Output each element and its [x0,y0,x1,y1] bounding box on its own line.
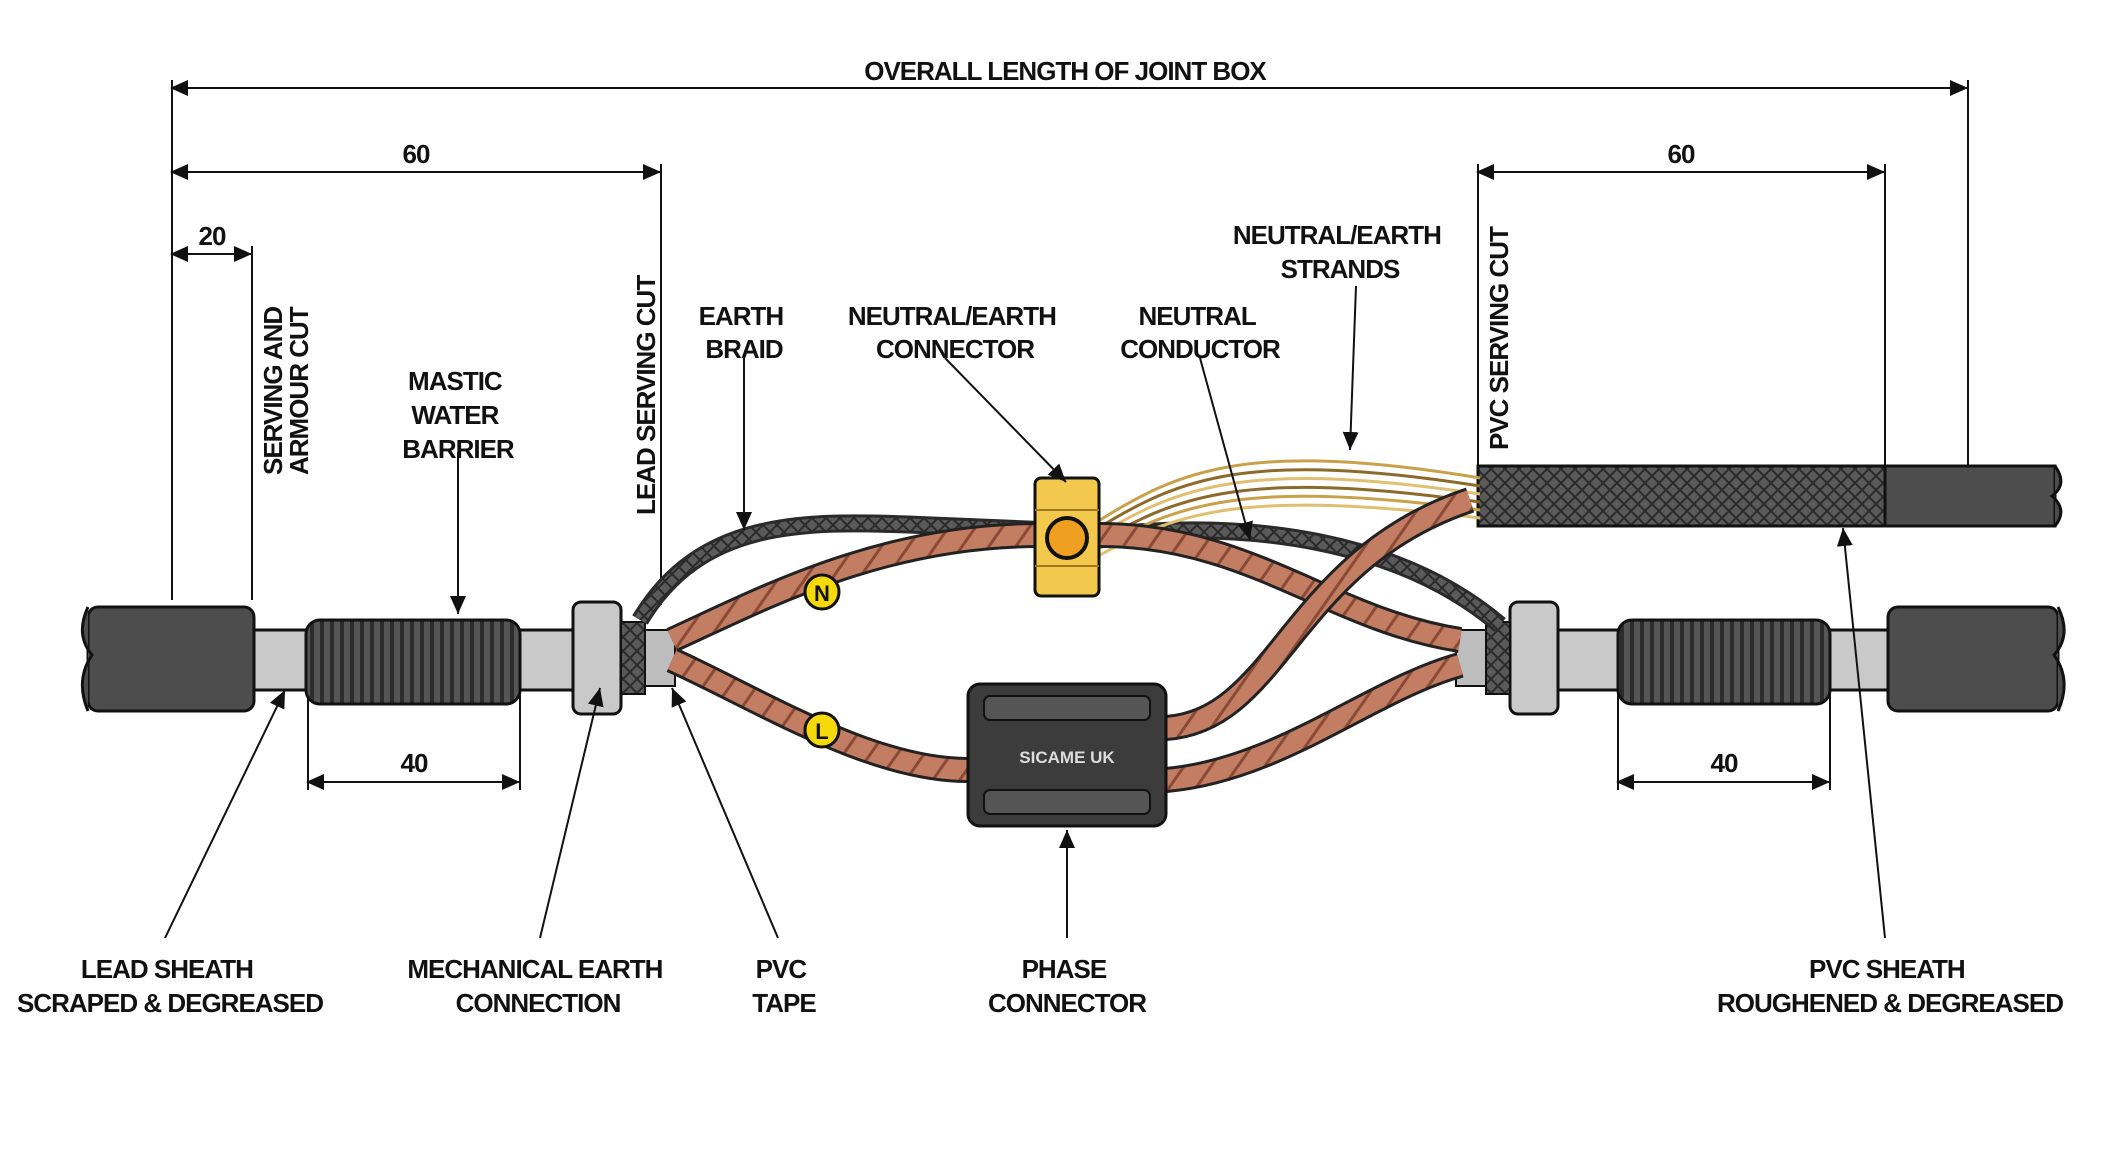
dim-armour-cut: 20 [199,221,226,251]
svg-text:N: N [814,581,830,606]
label-earth-braid: EARTH BRAID [699,301,790,364]
right-cable [1455,600,2066,716]
left-mastic-barrier [304,618,522,706]
phase-connector: SICAME UK [966,682,1168,828]
label-lead-sheath: LEAD SHEATH SCRAPED & DEGREASED [17,954,323,1018]
dimension-lines [170,80,1969,790]
neutral-earth-connector [1033,476,1101,598]
label-mastic-water-barrier: MASTIC WATER BARRIER [402,366,515,464]
pvc-sheath-roughened [1476,464,1890,528]
label-neutral-earth-connector: NEUTRAL/EARTH CONNECTOR [848,301,1062,364]
connector-bolt-icon [1045,516,1089,560]
right-earth-clamp [1508,600,1560,716]
svg-text:L: L [815,719,828,744]
left-cable [80,600,676,716]
leader-lines [164,285,1886,939]
dim-right-mastic: 40 [1711,748,1738,778]
label-phase-connector: PHASE CONNECTOR [988,954,1147,1018]
label-mechanical-earth: MECHANICAL EARTH CONNECTION [407,954,668,1018]
label-serving-armour-cut: SERVING AND ARMOUR CUT [258,301,314,475]
right-cable-outer-sheath [1886,605,2060,713]
label-pvc-sheath: PVC SHEATH ROUGHENED & DEGREASED [1717,954,2063,1018]
left-cable-outer-sheath [86,605,256,713]
live-marker: L [803,711,841,749]
dim-right-serving: 60 [1668,139,1695,169]
right-mastic-barrier [1616,618,1832,706]
dim-left-serving: 60 [403,139,430,169]
label-neutral-earth-strands: NEUTRAL/EARTH STRANDS [1233,220,1447,284]
phase-connector-brand: SICAME UK [1019,748,1115,767]
left-pvc-tape [644,629,676,687]
label-pvc-serving-cut: PVC SERVING CUT [1484,226,1514,450]
dim-left-mastic: 40 [401,748,428,778]
label-neutral-conductor: NEUTRAL CONDUCTOR [1120,301,1281,364]
label-lead-serving-cut: LEAD SERVING CUT [631,275,661,515]
neutral-marker: N [803,573,841,611]
upper-pvc-cable [1476,464,2063,528]
dim-overall-length: OVERALL LENGTH OF JOINT BOX [864,56,1267,86]
label-pvc-tape: PVC TAPE [752,954,816,1018]
